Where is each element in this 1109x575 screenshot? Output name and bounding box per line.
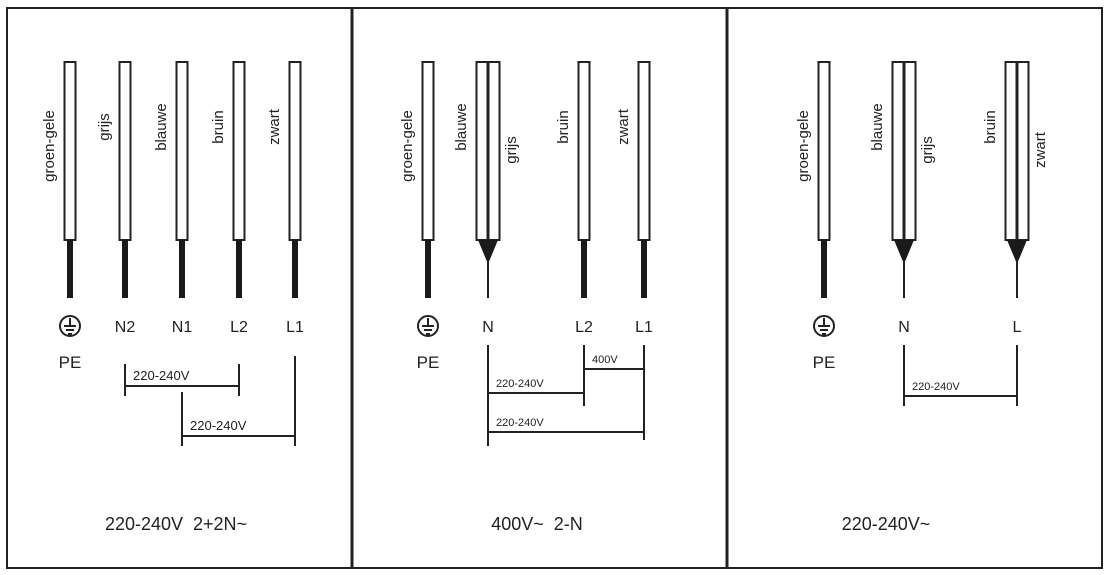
wire-label: blauwe — [153, 103, 170, 151]
wire-label: zwart — [1032, 131, 1049, 168]
wire: groen-gele — [795, 61, 831, 298]
terminal-label: N1 — [172, 319, 193, 336]
wire-joint — [1007, 240, 1027, 264]
wire: bruin — [210, 61, 246, 298]
voltage-label: 220-240V — [190, 418, 247, 433]
wire-conductor — [292, 240, 298, 298]
wire-label: bruin — [555, 110, 572, 143]
wire-label: bruin — [982, 110, 999, 143]
terminal-label: L — [1013, 319, 1022, 336]
wire: blauwe grijs — [869, 61, 936, 298]
wire-conductor — [821, 240, 827, 298]
terminal-label: L1 — [635, 319, 653, 336]
wire-conductor — [236, 240, 242, 298]
wire-label: grijs — [96, 113, 113, 141]
voltage-label: 220-240V — [912, 381, 960, 393]
wire-insulation — [1004, 61, 1018, 241]
wire: groen-gele — [399, 61, 435, 298]
wire-conductor — [581, 240, 587, 298]
wire-label: groen-gele — [41, 110, 58, 182]
voltage-label: 400V — [592, 354, 618, 366]
wire-conductor — [425, 240, 431, 298]
wire-insulation — [421, 61, 435, 241]
wire: bruin — [555, 61, 591, 298]
voltage-bracket: 400V — [583, 349, 645, 377]
wire-insulation — [1016, 61, 1030, 241]
wire-label: blauwe — [453, 103, 470, 151]
wire: blauwe grijs — [453, 61, 520, 298]
wire-label: blauwe — [869, 103, 886, 151]
wire: zwart — [266, 61, 302, 298]
wire-label: grijs — [919, 136, 936, 164]
panel-caption: 220-240V~ — [842, 514, 931, 534]
earth-icon — [813, 315, 835, 337]
wire-conductor — [122, 240, 128, 298]
wire: grijs — [96, 61, 132, 298]
wire-joint — [894, 240, 914, 264]
voltage-bracket: 220-240V — [903, 376, 1018, 404]
wire-insulation — [475, 61, 489, 241]
wire: zwart — [615, 61, 651, 298]
wire-joint — [478, 240, 498, 264]
wire: blauwe — [153, 61, 189, 298]
wire-insulation — [118, 61, 132, 241]
terminal-label: N — [898, 319, 910, 336]
wire-label: groen-gele — [399, 110, 416, 182]
diagram-frame — [6, 7, 1103, 569]
pe-label: PE — [813, 353, 836, 372]
wire-label: bruin — [210, 110, 227, 143]
wire-insulation — [175, 61, 189, 241]
wire-insulation — [577, 61, 591, 241]
wire-insulation — [637, 61, 651, 241]
wire-insulation — [903, 61, 917, 241]
pe-label: PE — [59, 353, 82, 372]
wire-label: groen-gele — [795, 110, 812, 182]
pe-label: PE — [417, 353, 440, 372]
wire-insulation — [232, 61, 246, 241]
panel-caption: 400V~ 2-N — [491, 514, 583, 534]
earth-icon — [417, 315, 439, 337]
wire-insulation — [487, 61, 501, 241]
terminal-label: N — [482, 319, 494, 336]
voltage-bracket: 220-240V — [487, 412, 645, 440]
wire-insulation — [63, 61, 77, 241]
wire-insulation — [891, 61, 905, 241]
wire-insulation — [817, 61, 831, 241]
wire-label: zwart — [615, 108, 632, 145]
terminal-label: L1 — [286, 319, 304, 336]
wire-label: grijs — [503, 136, 520, 164]
wire: bruin zwart — [982, 61, 1049, 298]
voltage-label: 220-240V — [496, 378, 544, 390]
voltage-label: 220-240V — [133, 368, 190, 383]
earth-icon — [59, 315, 81, 337]
voltage-bracket: 220-240V — [181, 414, 296, 444]
voltage-bracket: 220-240V — [124, 364, 240, 396]
wire-conductor — [641, 240, 647, 298]
wire-label: zwart — [266, 108, 283, 145]
voltage-bracket: 220-240V — [487, 373, 585, 401]
voltage-label: 220-240V — [496, 417, 544, 429]
terminal-label: N2 — [115, 319, 136, 336]
wire-insulation — [288, 61, 302, 241]
wire: groen-gele — [41, 61, 77, 298]
terminal-label: L2 — [230, 319, 248, 336]
wire-conductor — [67, 240, 73, 298]
panel-caption: 220-240V 2+2N~ — [105, 514, 247, 534]
wire-conductor — [179, 240, 185, 298]
terminal-label: L2 — [575, 319, 593, 336]
